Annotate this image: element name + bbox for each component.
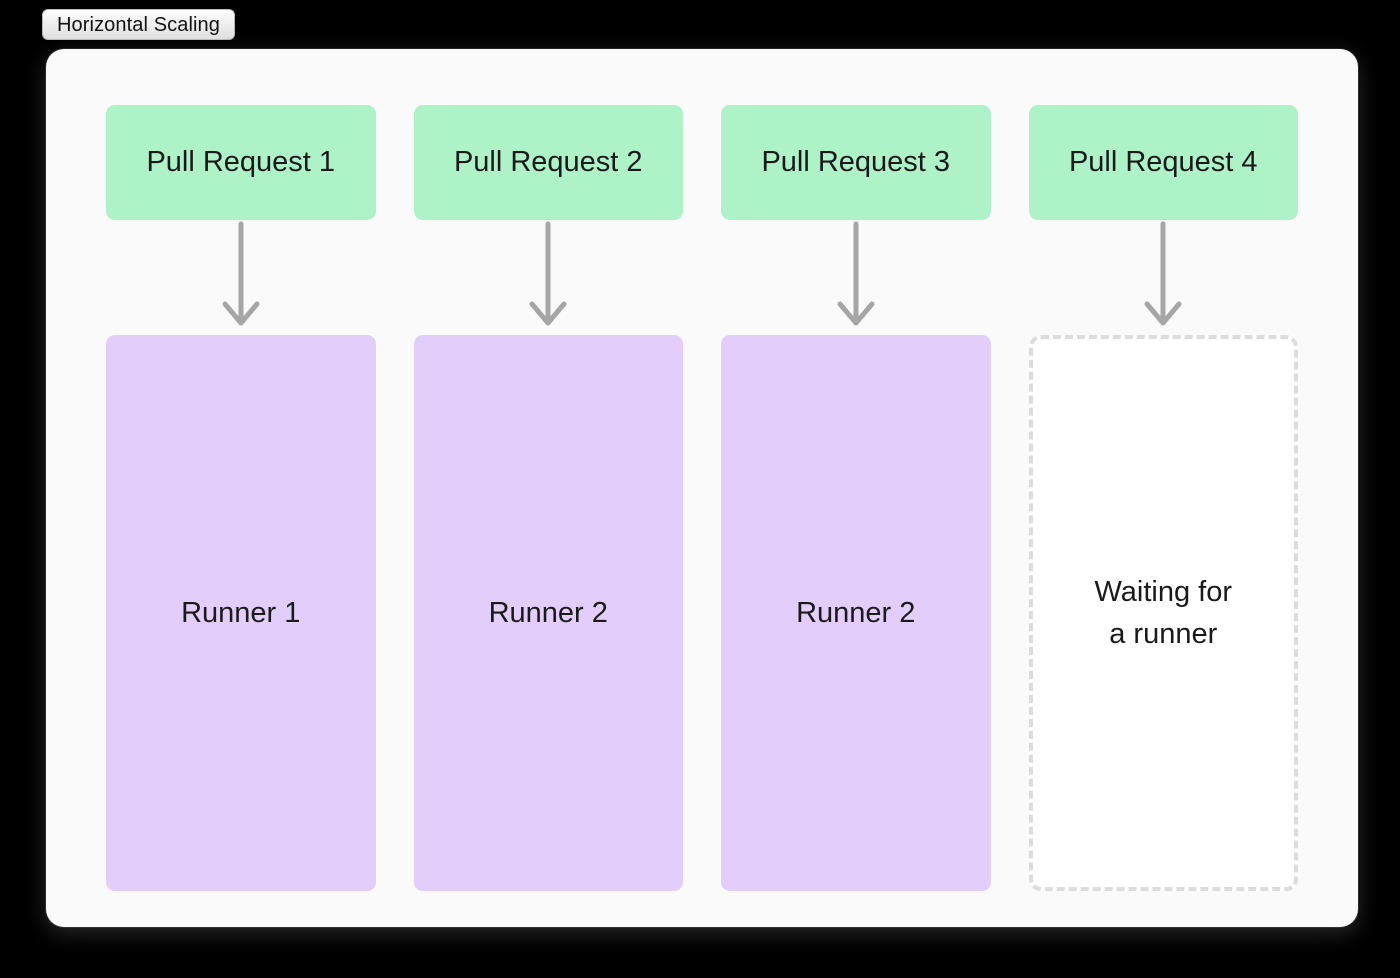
waiting-label: Waiting for a runner xyxy=(1094,575,1233,650)
pull-request-label: Pull Request 3 xyxy=(761,145,951,178)
pull-request-label: Pull Request 4 xyxy=(1068,145,1258,178)
diagram-card: Pull Request 1 Runner 1 Pull Request 2 xyxy=(46,49,1358,927)
diagram-column: Pull Request 1 Runner 1 xyxy=(106,105,376,891)
diagram-column: Pull Request 2 Runner 2 xyxy=(413,105,684,891)
connector-slot xyxy=(414,220,684,335)
runner-box[interactable]: Runner 2 xyxy=(413,335,683,891)
down-arrow-icon xyxy=(529,221,567,326)
pull-request-box[interactable]: Pull Request 3 xyxy=(721,105,991,220)
runner-box[interactable]: Runner 2 xyxy=(721,335,991,891)
connector-slot xyxy=(1029,220,1299,335)
connector-slot xyxy=(721,220,991,335)
pull-request-label: Pull Request 1 xyxy=(146,145,336,178)
pull-request-box[interactable]: Pull Request 4 xyxy=(1028,105,1298,220)
runner-label: Runner 1 xyxy=(181,596,301,629)
diagram-columns: Pull Request 1 Runner 1 Pull Request 2 xyxy=(106,105,1298,891)
pull-request-box[interactable]: Pull Request 2 xyxy=(413,105,683,220)
connector-slot xyxy=(106,220,376,335)
window-title-tab[interactable]: Horizontal Scaling xyxy=(42,9,235,40)
down-arrow-icon xyxy=(222,221,260,326)
down-arrow-icon xyxy=(837,221,875,326)
pull-request-box[interactable]: Pull Request 1 xyxy=(106,105,376,220)
runner-label: Runner 2 xyxy=(796,596,916,629)
diagram-column: Pull Request 3 Runner 2 xyxy=(721,105,991,891)
pull-request-label: Pull Request 2 xyxy=(453,145,643,178)
down-arrow-icon xyxy=(1144,221,1182,326)
window-title-label: Horizontal Scaling xyxy=(57,13,220,36)
runner-label: Runner 2 xyxy=(488,596,608,629)
runner-box-waiting[interactable]: Waiting for a runner xyxy=(1028,335,1298,891)
diagram-column: Pull Request 4 Waiting for a runner xyxy=(1028,105,1299,891)
runner-box[interactable]: Runner 1 xyxy=(106,335,376,891)
